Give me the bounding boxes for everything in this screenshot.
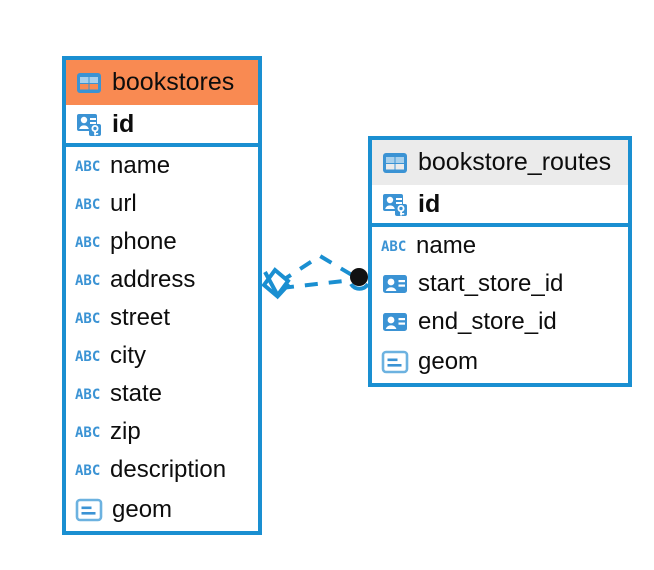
- field-row-url[interactable]: ABC url: [66, 185, 258, 223]
- text-type-icon: ABC: [75, 349, 100, 364]
- text-type-icon: ABC: [75, 387, 100, 402]
- field-row-address[interactable]: ABC address: [66, 261, 258, 299]
- text-type-icon: ABC: [75, 235, 100, 250]
- field-label: name: [110, 152, 171, 179]
- filled-circle-marker: [349, 268, 370, 291]
- svg-text:ABC: ABC: [75, 159, 100, 174]
- foreign-key-icon: [383, 275, 407, 293]
- field-row-geom[interactable]: geom: [372, 341, 628, 383]
- field-row-end-store-id[interactable]: end_store_id: [372, 303, 628, 341]
- field-row-zip[interactable]: ABC zip: [66, 413, 258, 451]
- field-label: phone: [110, 228, 177, 255]
- relationship-line-upper: [278, 253, 359, 284]
- field-label: description: [110, 456, 227, 483]
- entity-header-bookstore-routes[interactable]: bookstore_routes: [372, 140, 628, 185]
- field-label: street: [110, 304, 171, 331]
- field-row-state[interactable]: ABC state: [66, 375, 258, 413]
- field-label: id: [418, 189, 441, 218]
- geometry-type-icon: [75, 498, 103, 522]
- field-label: name: [416, 232, 477, 259]
- field-label: id: [112, 109, 135, 138]
- field-row-geom[interactable]: geom: [66, 489, 258, 531]
- field-row-phone[interactable]: ABC phone: [66, 223, 258, 261]
- field-label: geom: [112, 496, 173, 523]
- text-type-icon: ABC: [75, 311, 100, 326]
- field-label: url: [110, 190, 137, 217]
- svg-text:ABC: ABC: [75, 387, 100, 402]
- svg-text:ABC: ABC: [75, 349, 100, 364]
- field-label: end_store_id: [418, 308, 557, 335]
- table-icon: [77, 72, 101, 93]
- field-row-id[interactable]: id: [66, 105, 258, 147]
- field-label: start_store_id: [418, 270, 564, 297]
- field-row-street[interactable]: ABC street: [66, 299, 258, 337]
- field-row-description[interactable]: ABC description: [66, 451, 258, 489]
- field-row-start-store-id[interactable]: start_store_id: [372, 265, 628, 303]
- primary-key-icon: [383, 194, 407, 216]
- field-row-city[interactable]: ABC city: [66, 337, 258, 375]
- field-row-name[interactable]: ABC name: [66, 147, 258, 185]
- foreign-key-icon: [383, 313, 407, 331]
- geometry-type-icon: [381, 350, 409, 374]
- relationship-line-lower: [280, 278, 354, 290]
- primary-key-icon: [77, 114, 101, 136]
- entity-bookstore-routes[interactable]: bookstore_routes id ABC name: [368, 136, 632, 387]
- entity-header-bookstores[interactable]: bookstores: [66, 60, 258, 105]
- entity-bookstores[interactable]: bookstores id ABC name: [62, 56, 262, 535]
- text-type-icon: ABC: [75, 463, 100, 478]
- entity-title: bookstore_routes: [418, 148, 612, 176]
- svg-text:ABC: ABC: [75, 463, 100, 478]
- svg-text:ABC: ABC: [75, 273, 100, 288]
- field-row-id[interactable]: id: [372, 185, 628, 227]
- svg-text:ABC: ABC: [75, 235, 100, 250]
- text-type-icon: ABC: [75, 273, 100, 288]
- table-icon: [383, 152, 407, 173]
- field-label: zip: [110, 418, 141, 445]
- text-type-icon: ABC: [381, 239, 406, 254]
- svg-text:ABC: ABC: [75, 425, 100, 440]
- text-type-icon: ABC: [75, 197, 100, 212]
- field-label: state: [110, 380, 163, 407]
- field-label: address: [110, 266, 196, 293]
- svg-text:ABC: ABC: [75, 311, 100, 326]
- text-type-icon: ABC: [75, 159, 100, 174]
- svg-text:ABC: ABC: [381, 239, 406, 254]
- svg-text:ABC: ABC: [75, 197, 100, 212]
- diamond-crowsfoot-marker: [261, 267, 291, 300]
- field-label: city: [110, 342, 146, 369]
- entity-title: bookstores: [112, 68, 235, 96]
- field-row-name[interactable]: ABC name: [372, 227, 628, 265]
- field-label: geom: [418, 348, 479, 375]
- text-type-icon: ABC: [75, 425, 100, 440]
